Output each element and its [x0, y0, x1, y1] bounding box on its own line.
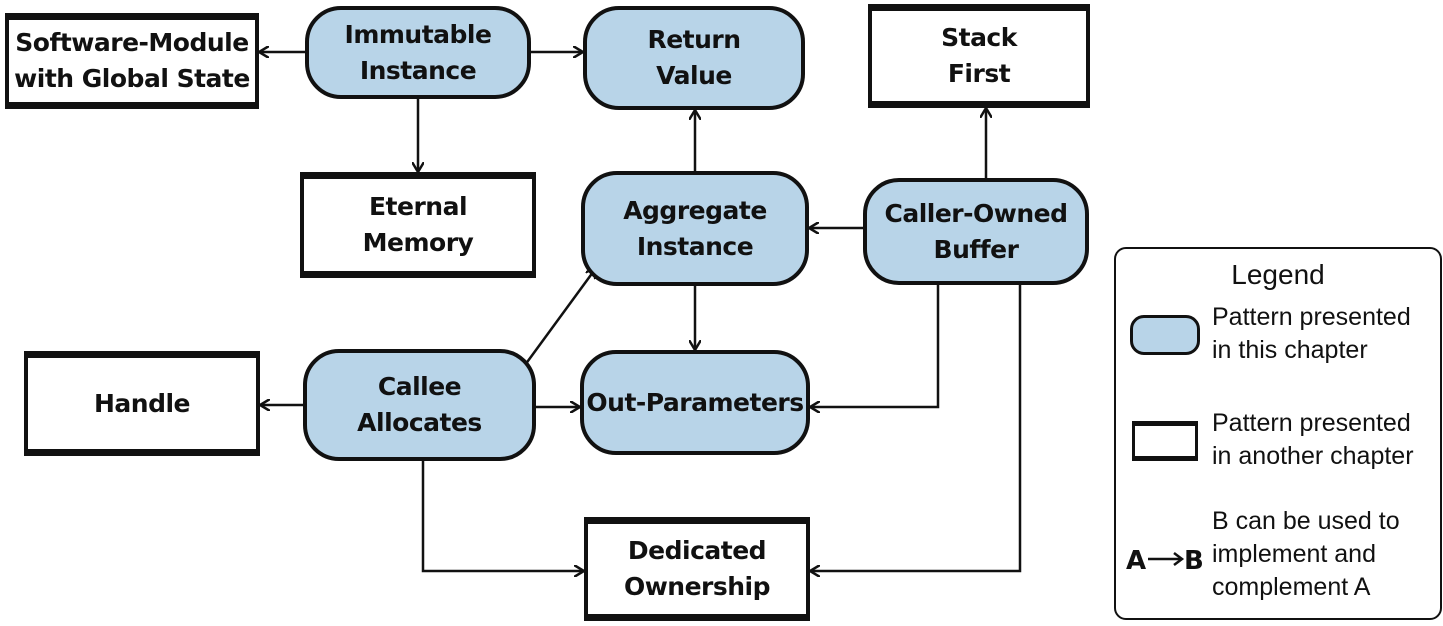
legend-arrow-a: A [1126, 546, 1146, 576]
legend-text-arrow: B can be used to implement and complemen… [1212, 505, 1400, 604]
arrow-callee-allocates-to-aggregate-instance [523, 268, 596, 366]
node-handle: Handle [24, 351, 260, 456]
arrow-caller-owned-buffer-to-dedicated-ownership [810, 285, 1022, 571]
node-label-line: with Global State [14, 64, 250, 93]
legend-text-other-chapter: Pattern presented in another chapter [1212, 407, 1414, 473]
legend-swatch-other-chapter [1132, 421, 1198, 461]
node-label-line: First [947, 59, 1011, 88]
legend-here-line-1: Pattern presented [1212, 303, 1411, 331]
node-label-line: Value [656, 61, 732, 90]
node-label-line: Immutable [344, 19, 492, 49]
node-label-line: Dedicated [627, 536, 767, 565]
node-label-line: Out-Parameters [586, 387, 804, 417]
node-label-line: Allocates [357, 408, 482, 437]
legend-arrow-example: A B [1126, 546, 1204, 576]
node-label-line: Ownership [623, 572, 771, 601]
arrow-callee-allocates-to-dedicated-ownership [421, 461, 584, 571]
node-label-line: Eternal [368, 192, 468, 221]
arrow-caller-owned-buffer-to-out-parameters [810, 285, 940, 407]
legend-other-line-1: Pattern presented [1212, 409, 1411, 437]
node-label-line: Stack [941, 23, 1017, 52]
node-label-line: Aggregate [623, 195, 767, 225]
legend-text-this-chapter: Pattern presented in this chapter [1212, 301, 1411, 367]
node-label-line: Handle [93, 388, 191, 418]
legend-arrowhead [1173, 552, 1185, 566]
node-label-line: Callee [377, 372, 462, 401]
legend-arrow-line-2: implement and [1212, 540, 1376, 568]
node-label-line: Memory [362, 228, 474, 257]
node-label-line: Caller-Owned [884, 198, 1068, 228]
legend: Legend Pattern presented in this chapter… [1114, 247, 1442, 620]
legend-arrow-line-1: B can be used to [1212, 507, 1400, 535]
node-label-line: Instance [359, 55, 477, 85]
node-label-line: Return [647, 25, 741, 54]
legend-other-line-2: in another chapter [1212, 442, 1414, 470]
legend-swatch-this-chapter [1130, 315, 1200, 355]
node-label-line: Instance [636, 231, 754, 261]
node-out-parameters: Out-Parameters [580, 350, 810, 455]
node-software-module-with-global-state: Software-Module with Global State [5, 13, 259, 109]
legend-arrow-b: B [1184, 546, 1204, 576]
node-label-line: Buffer [933, 234, 1019, 264]
legend-here-line-2: in this chapter [1212, 336, 1368, 364]
legend-arrow-line-3: complement A [1212, 573, 1371, 601]
legend-title: Legend [1231, 259, 1325, 290]
node-label-line: Software-Module [15, 28, 249, 57]
